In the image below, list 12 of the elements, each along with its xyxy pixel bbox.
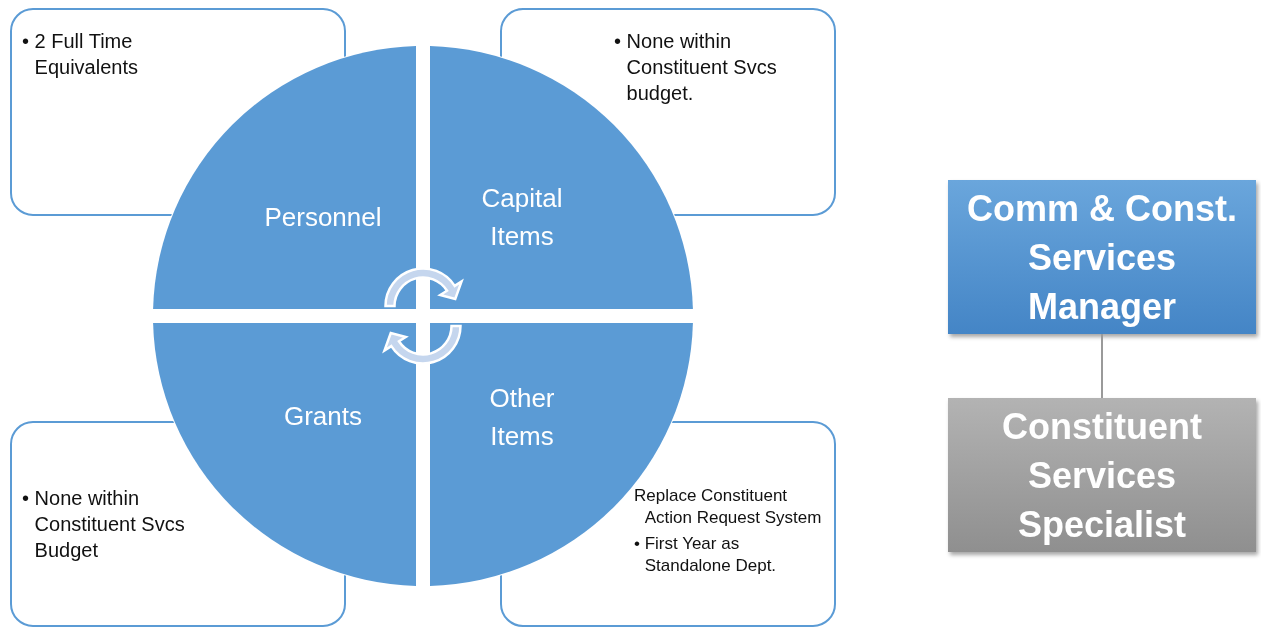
bullet-text: • First Year as Standalone Dept. — [634, 533, 778, 578]
org-chart-box: Comm & Const. Services Manager — [948, 180, 1256, 334]
quadrant-label: Capital Items — [480, 182, 564, 253]
quadrant-label: Other Items — [488, 382, 556, 453]
quadrant-label: Grants — [283, 400, 363, 433]
bullet-text: • None within Constituent Svcs Budget — [22, 486, 186, 563]
quadrant-label: Personnel — [263, 201, 383, 234]
bullet-text: Replace Constituent Action Request System — [634, 485, 823, 530]
bullet-text: • 2 Full Time Equivalents — [22, 29, 139, 80]
org-chart-box: Constituent Services Specialist — [948, 398, 1256, 552]
connector-line — [1101, 333, 1103, 399]
bullet-text: • None within Constituent Svcs budget. — [614, 29, 778, 106]
